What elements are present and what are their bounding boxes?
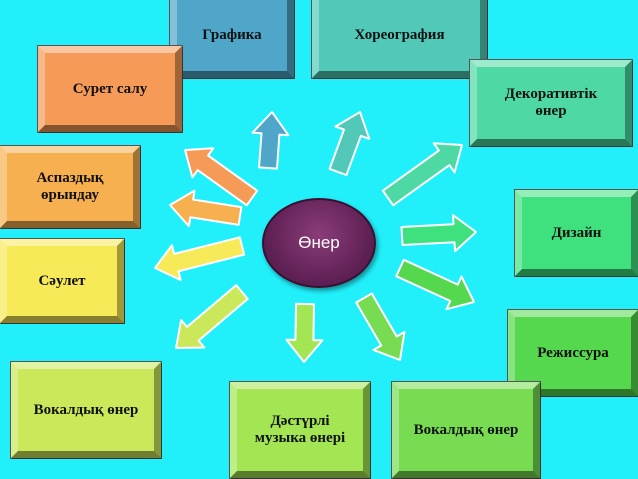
box-suret-label: Сурет салу: [72, 80, 148, 97]
arrow-dasturli: [285, 302, 324, 363]
center-label: Өнер: [298, 233, 340, 252]
arrow-rezhissura: [395, 258, 475, 311]
box-grafika: Графика: [170, 0, 294, 78]
arrow-aspazdyk: [169, 189, 243, 228]
box-dizain: Дизайн: [515, 190, 638, 276]
arrow-suret: [184, 147, 259, 207]
arrow-saulet: [154, 236, 246, 282]
box-dasturli: Дәстүрлі музыка өнері: [230, 382, 370, 478]
box-horeografia: Хореография: [312, 0, 487, 78]
box-aspazdyk: Аспаздық өрындау: [0, 146, 140, 228]
box-vokal-left-label: Вокалдық өнер: [33, 401, 139, 418]
arrow-vokal-right: [355, 292, 406, 361]
box-dekorativtik: Декоративтік өнер: [470, 60, 632, 146]
arrow-grafika: [251, 111, 290, 170]
box-dizain-label: Дизайн: [551, 224, 602, 241]
box-horeografia-label: Хореография: [354, 26, 445, 43]
arrow-horeografia: [328, 111, 371, 177]
box-suret-salu: Сурет салу: [38, 46, 182, 132]
arrow-dekorativtik: [381, 142, 463, 207]
box-vokal-left: Вокалдық өнер: [11, 362, 161, 458]
box-vokal-right-label: Вокалдық өнер: [413, 421, 519, 438]
box-aspazdyk-label: Аспаздық өрындау: [36, 170, 104, 203]
box-grafika-label: Графика: [202, 26, 262, 43]
center-ellipse: Өнер: [262, 198, 376, 288]
box-saulet: Сәулет: [0, 239, 124, 323]
arrow-dizain: [400, 214, 477, 253]
box-vokal-right: Вокалдық өнер: [392, 382, 540, 478]
box-saulet-label: Сәулет: [38, 272, 86, 289]
box-dekorativtik-label: Декоративтік өнер: [504, 86, 598, 119]
box-rezhissura: Режиссура: [508, 310, 638, 396]
box-rezhissura-label: Режиссура: [537, 344, 609, 361]
arrow-vokal-left: [175, 284, 249, 349]
box-dasturli-label: Дәстүрлі музыка өнері: [254, 413, 346, 446]
